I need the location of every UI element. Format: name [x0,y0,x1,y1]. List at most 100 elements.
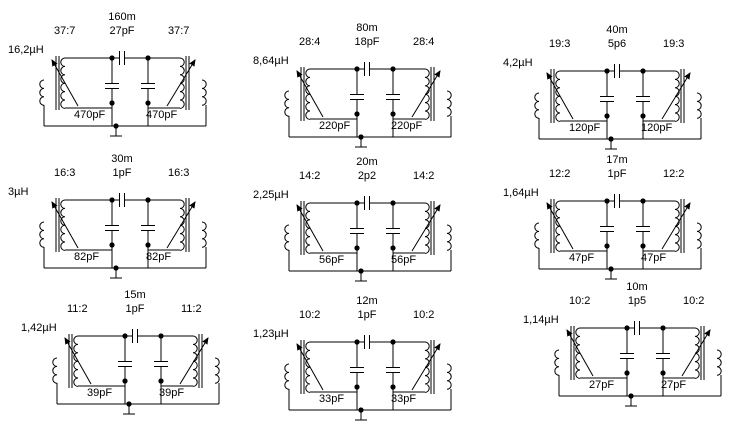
cap-right-label: 56pF [391,254,416,266]
coil-right-secondary [424,202,430,254]
cap-right-label: 120pF [641,122,672,134]
coil-right-primary [446,90,452,117]
ratio-right-label: 28:4 [413,36,434,48]
coupling-label: 1p5 [628,295,646,307]
band-label: 80m [356,22,377,34]
cap-right-label: 82pF [146,251,171,263]
band-label: 12m [356,295,377,307]
tuning-arrow [411,343,441,391]
cap-left-label: 470pF [74,109,105,121]
coil-right-secondary [179,199,185,251]
cap-right-label: 33pF [391,393,416,405]
coil-left-primary [534,92,540,119]
coupling-label: 18pF [354,36,379,48]
coupling-label: 1pF [358,309,377,321]
inductance-label: 1,23µH [253,328,289,340]
coil-left-secondary [555,200,561,252]
cap-left-label: 120pF [569,122,600,134]
cap-right-label: 27pF [661,379,686,391]
coil-right-primary [446,224,452,251]
coil-left-primary [284,224,290,251]
coil-right-primary [446,363,452,390]
junction-dot [145,100,151,106]
coil-left-secondary [305,341,311,393]
tuning-arrow [296,204,324,252]
ratio-left-label: 19:3 [549,38,570,50]
inductance-label: 2,25µH [253,189,289,201]
coil-right-primary [716,349,722,376]
junction-dot [624,370,630,376]
coil-left-primary [52,357,58,384]
coil-left-secondary [305,202,311,254]
coil-right-secondary [192,335,198,387]
cap-left-label: 47pF [569,252,594,264]
cap-left-label: 33pF [319,393,344,405]
cap-right-label: 47pF [641,252,666,264]
junction-dot [604,243,610,249]
junction-dot [109,242,115,248]
junction-dot [640,113,646,119]
band-label: 20m [356,156,377,168]
inductance-label: 4,2µH [503,57,533,69]
coil-left-secondary [305,68,311,120]
band-label: 17m [606,154,627,166]
junction-dot [390,384,396,390]
coil-left-primary [284,90,290,117]
junction-dot [640,243,646,249]
coil-right-secondary [674,70,680,122]
junction-dot [354,245,360,251]
ratio-left-label: 11:2 [67,303,88,315]
junction-dot [354,111,360,117]
ratio-right-label: 37:7 [168,25,189,37]
coupling-label: 5p6 [608,38,626,50]
tuning-arrow [546,202,574,250]
ratio-left-label: 16:3 [54,167,75,179]
tuning-arrow [681,329,711,377]
ratio-right-label: 10:2 [413,309,434,321]
band-label: 10m [626,281,647,293]
inductance-label: 8,64µH [253,55,289,67]
junction-dot [390,111,396,117]
junction-dot [660,370,666,376]
inductance-label: 16,2µH [8,44,44,56]
cap-right-label: 39pF [159,387,184,399]
coil-right-secondary [674,200,680,252]
cap-left-label: 220pF [319,120,350,132]
coil-left-primary [534,222,540,249]
tuning-arrow [179,337,209,385]
ratio-right-label: 12:2 [663,168,684,180]
cap-left-label: 56pF [319,254,344,266]
cap-right-label: 220pF [391,120,422,132]
filter-1: 80m 28:4 28:4 18pF 8,64µH 220pF 220pF [253,22,452,148]
tuning-arrow [166,201,196,249]
inductance-label: 1,42µH [21,322,57,334]
coil-right-secondary [424,68,430,120]
tuning-arrow [51,59,79,107]
junction-dot [390,245,396,251]
inductance-label: 1,14µH [523,314,559,326]
tuning-arrow [296,70,324,118]
coupling-label: 1pF [113,167,132,179]
ratio-left-label: 10:2 [569,295,590,307]
coupling-label: 1pF [608,168,627,180]
cap-right-label: 470pF [146,109,177,121]
coil-left-primary [554,349,560,376]
ratio-left-label: 37:7 [54,25,75,37]
tuning-arrow [661,72,691,120]
junction-dot [109,100,115,106]
ratio-left-label: 12:2 [549,168,570,180]
cap-left-label: 27pF [589,379,614,391]
ratio-left-label: 28:4 [299,36,320,48]
coil-right-primary [201,221,207,248]
coil-left-secondary [555,70,561,122]
coil-right-primary [201,79,207,106]
band-label: 160m [108,11,136,23]
coil-right-secondary [179,57,185,109]
ratio-left-label: 14:2 [299,170,320,182]
cap-left-label: 82pF [74,251,99,263]
coil-left-primary [39,79,45,106]
tuning-arrow [546,72,574,120]
